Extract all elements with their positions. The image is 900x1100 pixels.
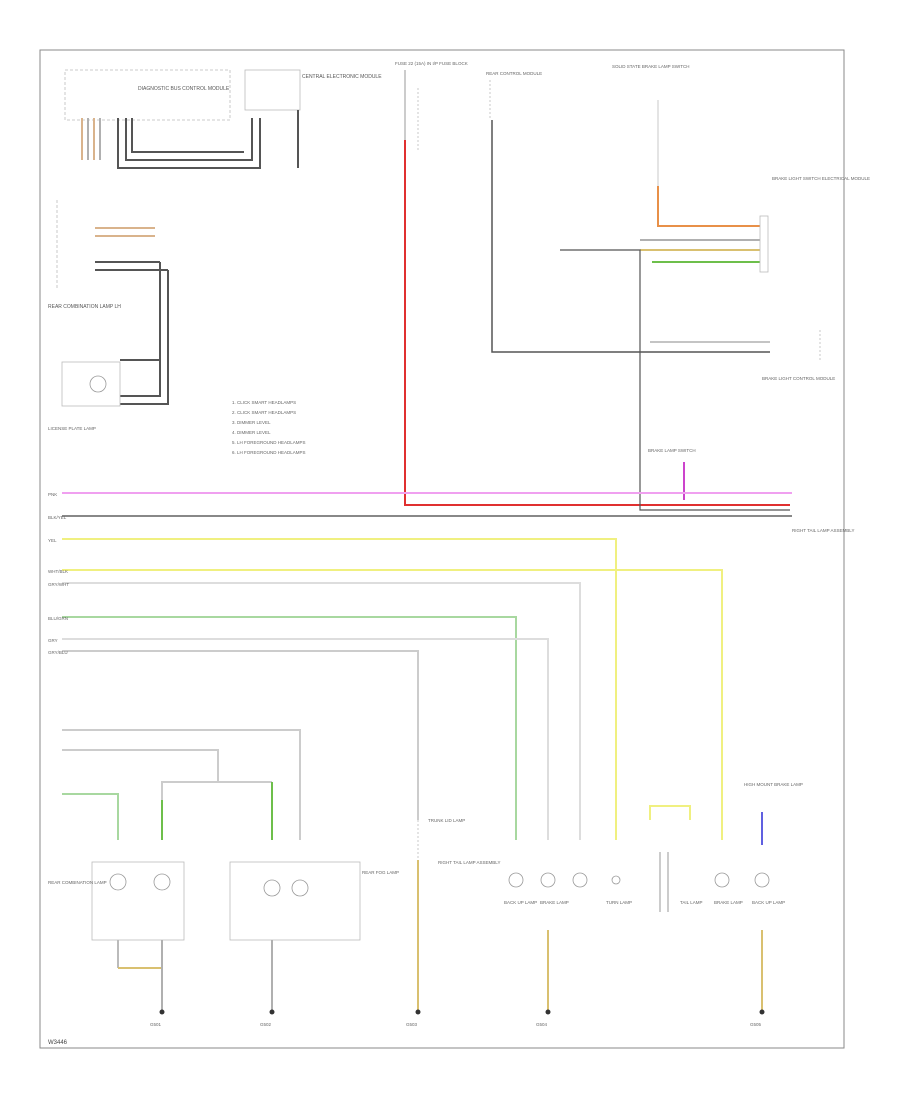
top-center2-label: REAR CONTROL MODULE — [486, 71, 542, 76]
red-feed-wire — [404, 70, 790, 506]
diagram-border — [39, 49, 845, 1049]
legend-item-4: 4. DIMMER LEVEL — [232, 430, 271, 435]
top-center-module-label: CENTRAL ELECTRONIC MODULE — [302, 74, 382, 80]
lamp-box-left-grounds — [117, 940, 163, 1010]
lamp-label-5: BRAKE LAMP — [714, 900, 743, 905]
wire-label-grywht: GRY/WHT — [48, 582, 69, 587]
left-lamp-label: LICENSE PLATE LAMP — [48, 426, 96, 431]
wire-label-blkyel: BLK/YEL — [48, 515, 67, 520]
center-lamp-label: REAR FOG LAMP — [362, 870, 399, 875]
legend-item-5: 5. LH FOREGROUND HEADLAMPS — [232, 440, 306, 445]
tail-light-label: RIGHT TAIL LAMP ASSEMBLY — [438, 860, 500, 865]
left-mid-label: REAR COMBINATION LAMP LH — [48, 304, 121, 310]
ground-label-g504: G504 — [536, 1022, 548, 1027]
top-left-module-label: DIAGNOSTIC BUS CONTROL MODULE — [138, 86, 230, 92]
wire-label-pnk: PNK — [48, 492, 57, 497]
left-lamp-box: LICENSE PLATE LAMP — [48, 361, 121, 431]
diagram-id-label: W3446 — [48, 1040, 68, 1046]
ground-g505 — [759, 1009, 765, 1015]
right-module-connector — [759, 215, 769, 273]
top-right-wires — [560, 100, 790, 511]
wire-label-gry: GRY — [48, 638, 58, 643]
ground-g503 — [415, 1009, 421, 1015]
center-column-wire — [489, 80, 770, 353]
right-module-label: BRAKE LIGHT SWITCH ELECTRICAL MODULE — [772, 176, 870, 181]
ground-g504 — [545, 1009, 551, 1015]
legend-item-6: 6. LH FOREGROUND HEADLAMPS — [232, 450, 306, 455]
ground-label-g502: G502 — [260, 1022, 272, 1027]
high-mount-label: HIGH MOUNT BRAKE LAMP — [744, 782, 803, 787]
ground-symbols — [159, 1009, 765, 1015]
bus-wires — [62, 492, 792, 840]
lamp-label-3: TURN LAMP — [606, 900, 632, 905]
lower-left-wires — [62, 729, 301, 840]
tail-lamp-cluster: RIGHT TAIL LAMP ASSEMBLY BACK UP LAMP BR… — [438, 860, 632, 1010]
lamp-label-2: BRAKE LAMP — [540, 900, 569, 905]
center-splice: TRUNK LID LAMP — [417, 818, 465, 1010]
legend-item-1: 1. CLICK SMART HEADLAMPS — [232, 400, 296, 405]
legend-item-3: 3. DIMMER LEVEL — [232, 420, 271, 425]
left-lamp2-label: REAR COMBINATION LAMP — [48, 880, 107, 885]
top-right-label: SOLID STATE BRAKE LAMP SWITCH — [612, 64, 690, 69]
right-lower-module: BRAKE LIGHT CONTROL MODULE — [650, 330, 835, 381]
ground-g502 — [269, 1009, 275, 1015]
ground-g501 — [159, 1009, 165, 1015]
ground-label-g501: G501 — [150, 1022, 162, 1027]
ground-label-g503: G503 — [406, 1022, 418, 1027]
top-left-wires — [81, 118, 261, 169]
top-center-fuse-label: FUSE 22 (15A) IN I/P FUSE BLOCK — [395, 61, 468, 66]
lamp-box-center-left: REAR FOG LAMP — [229, 861, 399, 941]
top-center-module: CENTRAL ELECTRONIC MODULE — [244, 69, 382, 111]
top-left-module: DIAGNOSTIC BUS CONTROL MODULE — [64, 69, 231, 121]
right-taillamp-label: RIGHT TAIL LAMP ASSEMBLY — [792, 528, 854, 533]
lamp-label-1: BACK UP LAMP — [504, 900, 537, 905]
lamp-label-4: TAIL LAMP — [680, 900, 703, 905]
wire-label-whtblk: WHT/BLK — [48, 569, 68, 574]
legend-item-2: 2. CLICK SMART HEADLAMPS — [232, 410, 296, 415]
wire-label-yel: YEL — [48, 538, 57, 543]
right-lower-module-label: BRAKE LIGHT CONTROL MODULE — [762, 376, 835, 381]
wire-label-blugrn: BLU/GRN — [48, 616, 68, 621]
left-connector — [95, 227, 169, 405]
lamp-box-left: REAR COMBINATION LAMP — [48, 861, 185, 941]
legend: 1. CLICK SMART HEADLAMPS 2. CLICK SMART … — [232, 400, 306, 455]
right-lamp-cluster: HIGH MOUNT BRAKE LAMP TAIL LAMP BRAKE LA… — [649, 782, 803, 1010]
wire-label-grybl: GRY/BLU — [48, 650, 68, 655]
brake-switch-label: BRAKE LAMP SWITCH — [648, 448, 696, 453]
center-splice-label: TRUNK LID LAMP — [428, 818, 465, 823]
lamp-label-6: BACK UP LAMP — [752, 900, 785, 905]
ground-label-g505: G505 — [750, 1022, 762, 1027]
